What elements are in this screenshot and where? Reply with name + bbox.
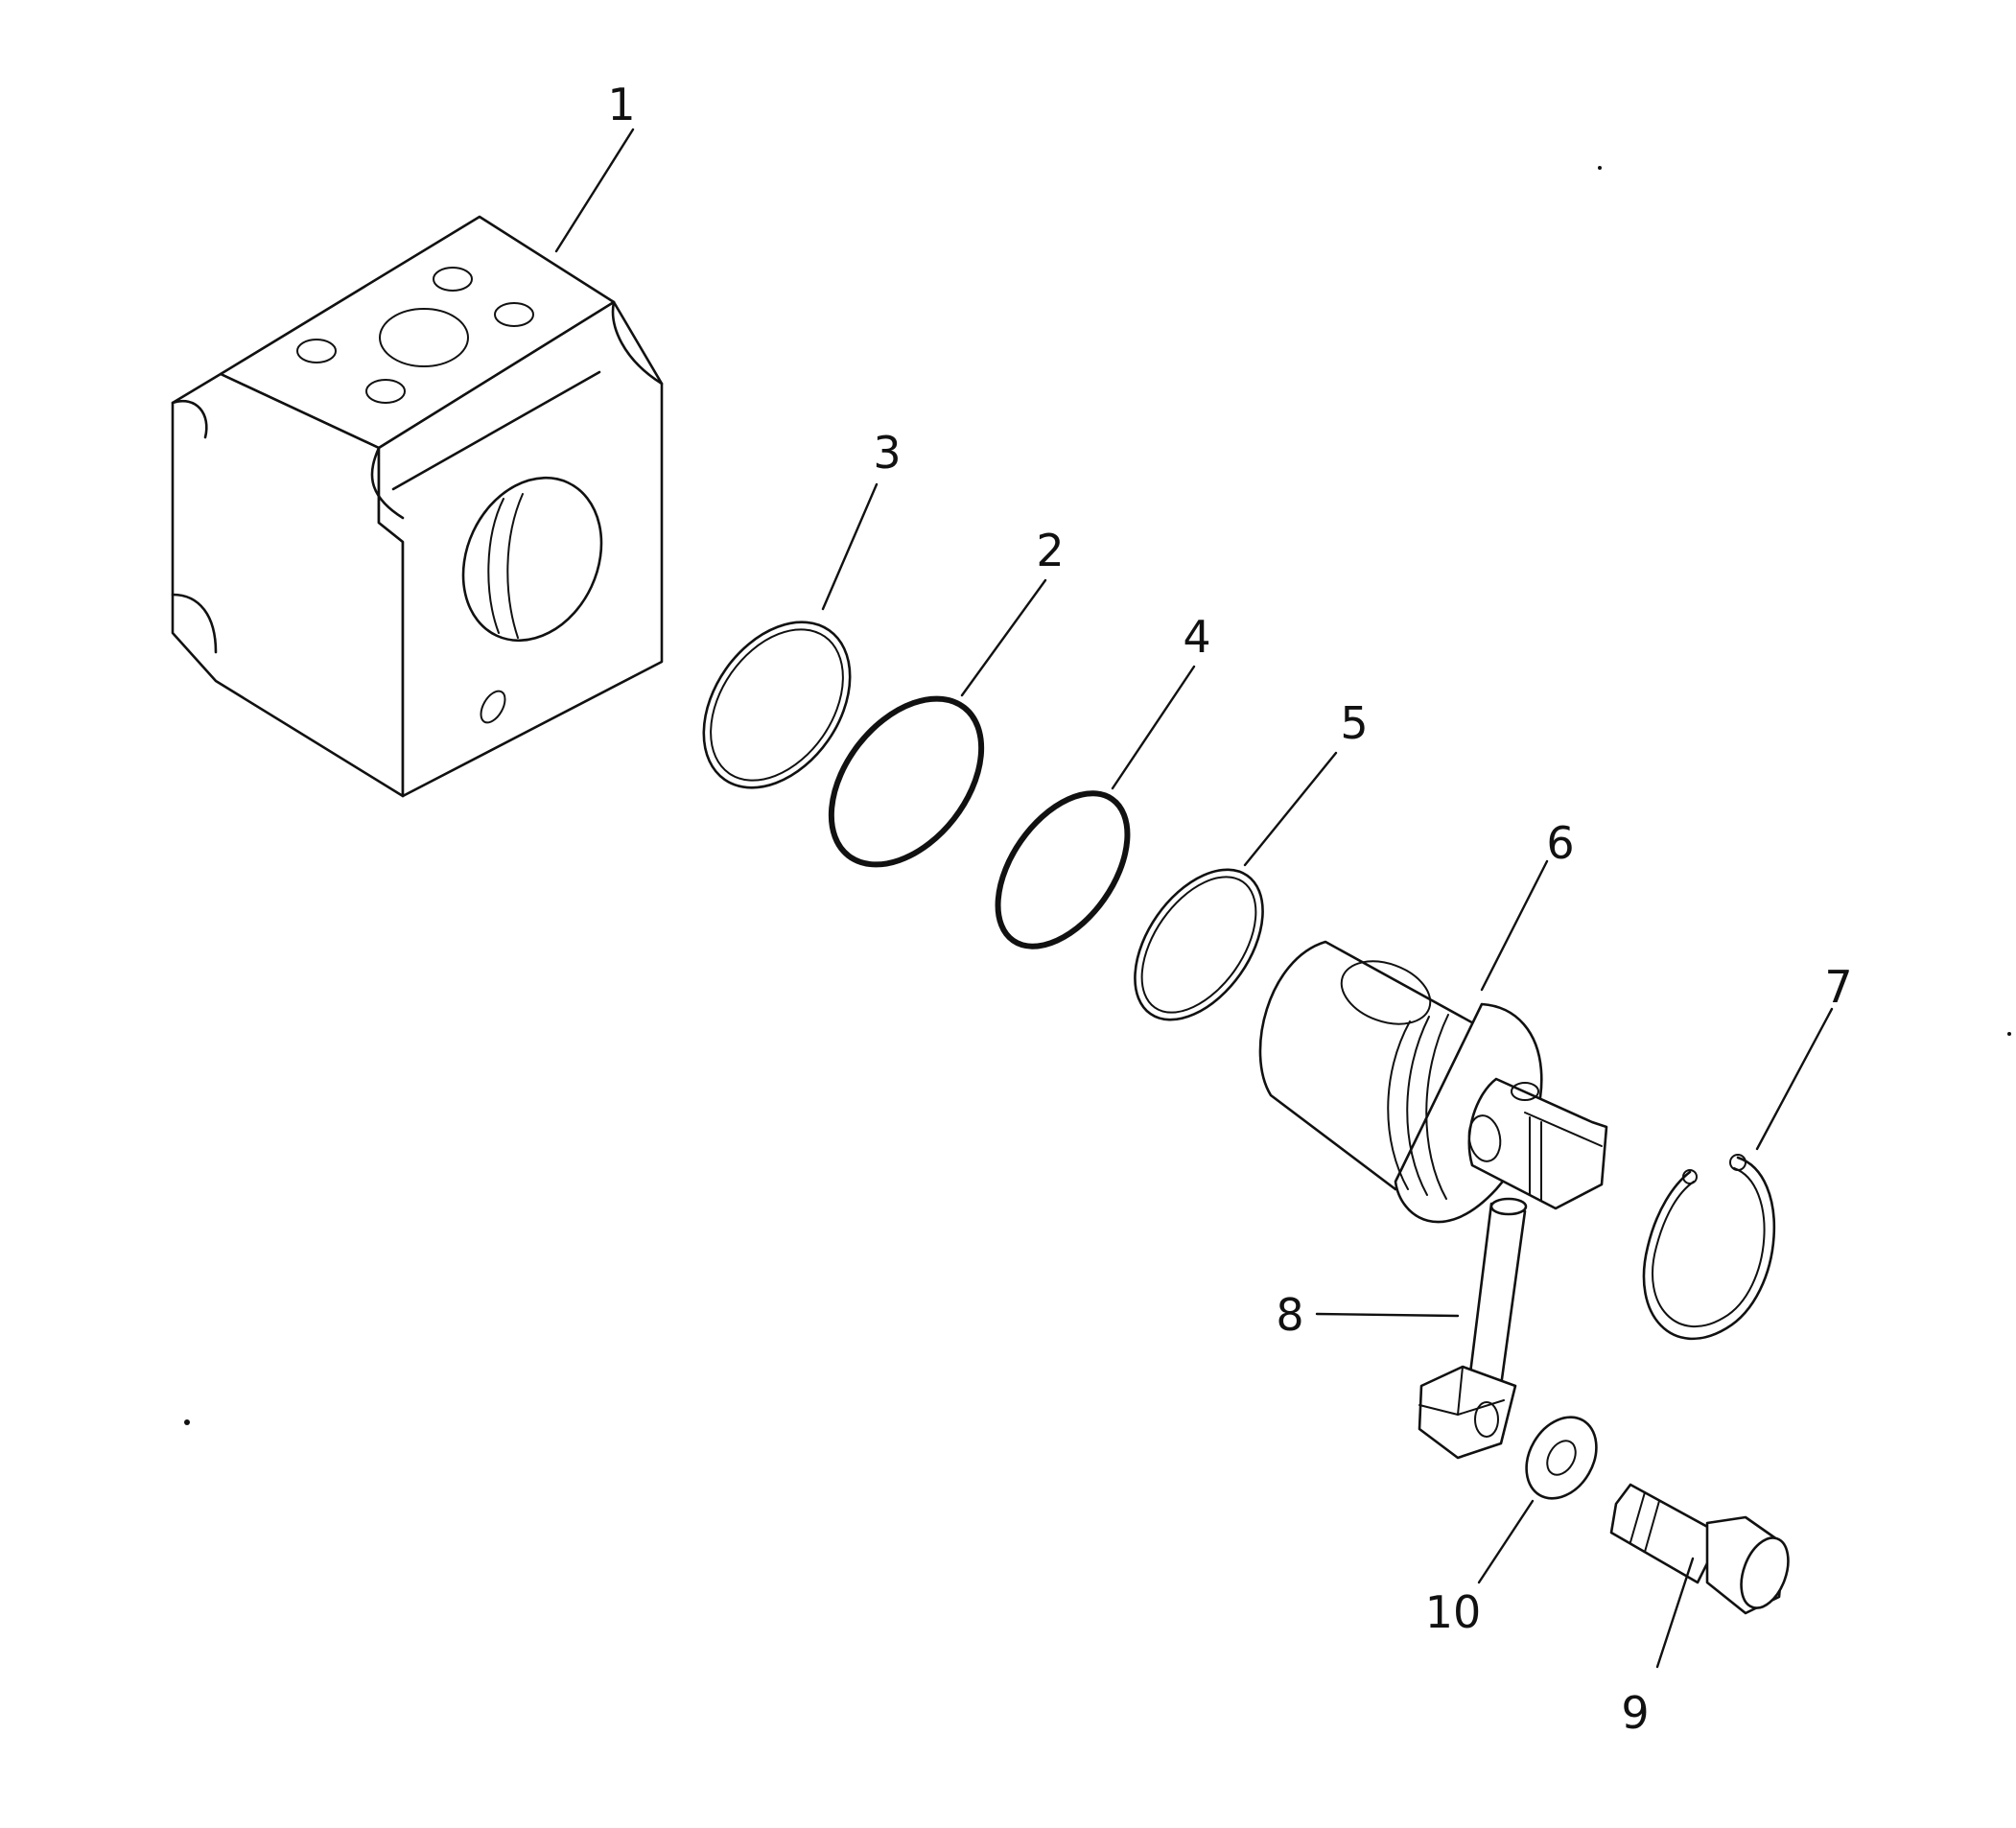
leader-3 xyxy=(821,482,879,611)
callout-9: 9 xyxy=(1621,1687,1649,1739)
part-2-o-ring xyxy=(828,695,985,868)
callout-4: 4 xyxy=(1183,611,1210,663)
leader-8 xyxy=(1315,1312,1460,1318)
callout-8: 8 xyxy=(1276,1289,1303,1341)
leader-10 xyxy=(1477,1499,1535,1584)
callout-1: 1 xyxy=(607,79,635,130)
part-8-pin xyxy=(1418,1197,1528,1460)
part-3-o-ring xyxy=(702,621,852,789)
leader-4 xyxy=(1111,665,1196,790)
part-1-valve-block xyxy=(171,215,664,798)
leader-2 xyxy=(960,578,1047,697)
leader-7 xyxy=(1755,1007,1834,1151)
part-10-washer xyxy=(1525,1416,1598,1500)
leader-6 xyxy=(1480,859,1549,992)
part-5-backup-ring xyxy=(1134,868,1264,1021)
callout-10: 10 xyxy=(1425,1586,1482,1638)
scan-specks xyxy=(184,166,2011,1425)
part-7-snap-ring xyxy=(1642,1154,1776,1341)
part-6-spool xyxy=(1258,940,1608,1224)
leader-1 xyxy=(554,128,635,253)
part-9-bolt xyxy=(1609,1483,1790,1615)
leader-9 xyxy=(1655,1557,1695,1669)
leader-lines xyxy=(554,128,1834,1669)
callout-2: 2 xyxy=(1036,525,1064,576)
callout-7: 7 xyxy=(1824,961,1852,1013)
callout-6: 6 xyxy=(1546,817,1574,869)
part-4-o-ring xyxy=(995,790,1131,949)
callout-3: 3 xyxy=(873,427,901,479)
leader-5 xyxy=(1243,751,1338,867)
callout-5: 5 xyxy=(1340,697,1368,749)
callout-labels: 1 3 2 4 5 6 7 8 10 9 xyxy=(607,79,1852,1739)
